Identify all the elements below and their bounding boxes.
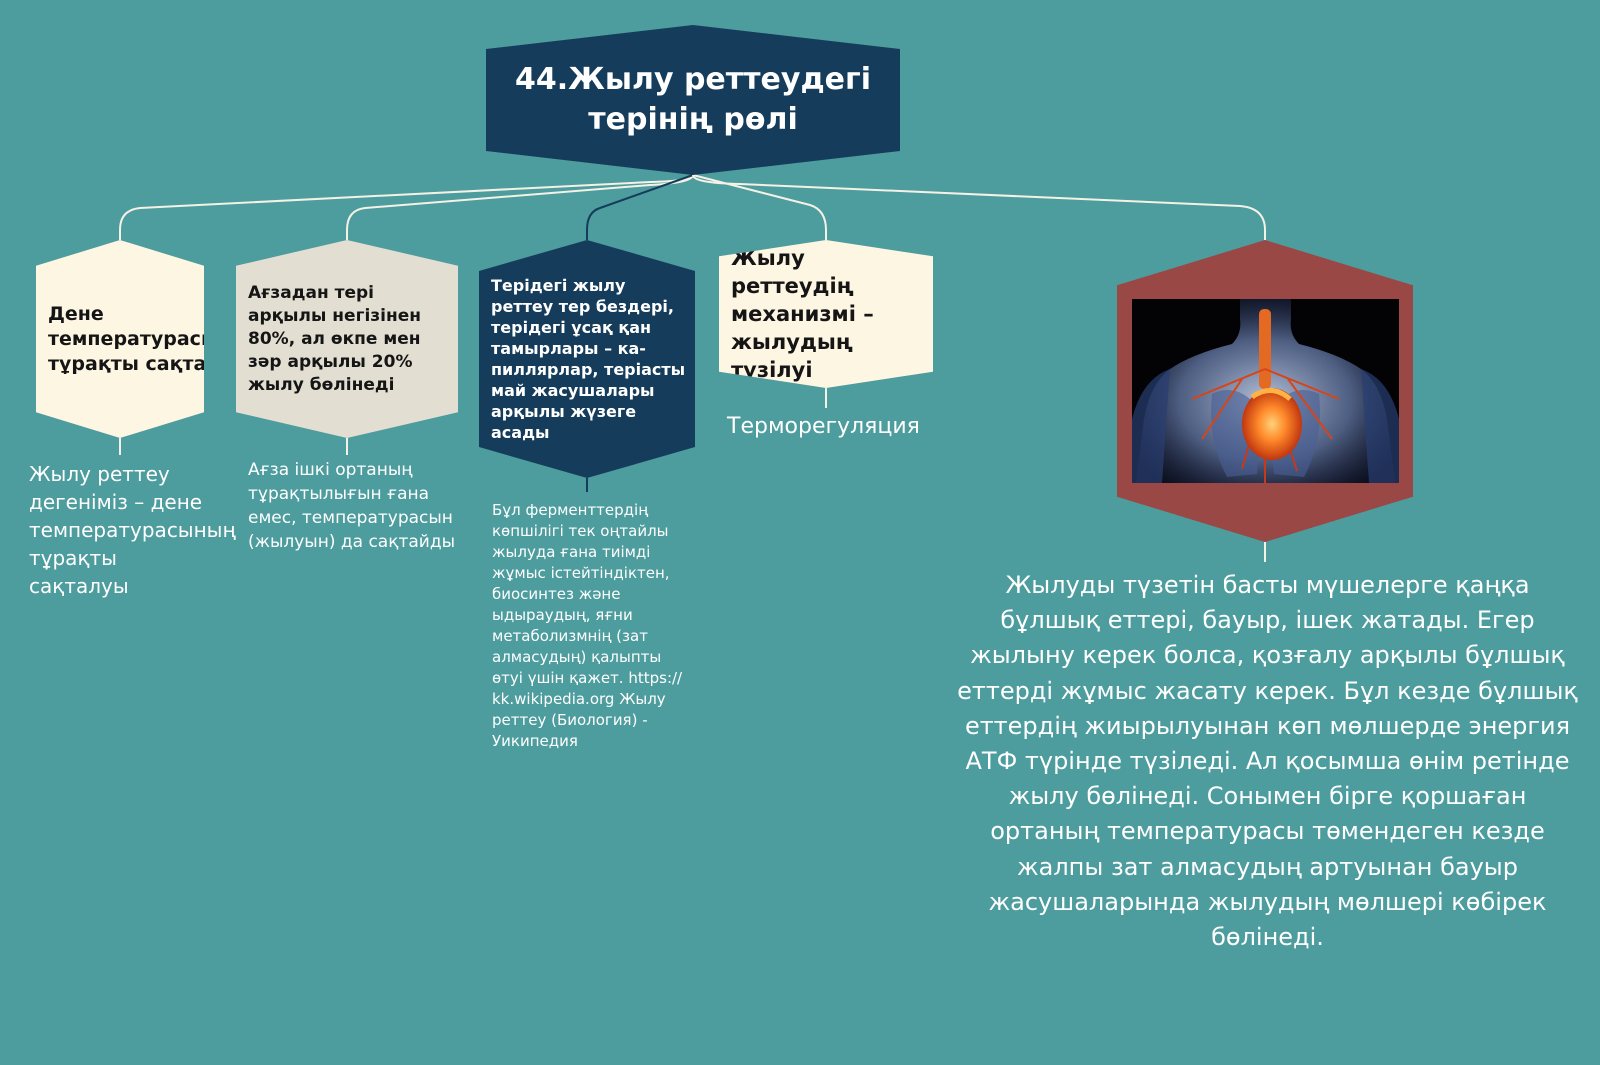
node-skin-mechanism: Терідегі жылу реттеу тер бездері, теріде…: [479, 240, 695, 478]
node-5-caption: Жылуды түзетін басты мүшелерге қаңқа бұл…: [957, 571, 1578, 952]
node-2-caption: Ағза ішкі ортаның тұрақтылығын ғана емес…: [248, 460, 456, 552]
diagram-title: 44.Жылу реттеудегі терінің рөлі: [514, 62, 871, 137]
node-3-label: Терідегі жылу реттеу тер бездері, теріде…: [491, 276, 686, 442]
node-heat-production: Жылу реттеудің механизмі – жылудың түзіл…: [719, 240, 933, 388]
node-1-caption: Жылу реттеу дегеніміз – дене температура…: [29, 462, 236, 598]
node-heat-release: Ағзадан тері арқылы негізінен 80%, ал өк…: [236, 240, 458, 438]
node-4-caption: Терморегуляция: [727, 414, 920, 439]
anatomy-image: [1131, 299, 1399, 483]
node-2-label: Ағзадан тері арқылы негізінен 80%, ал өк…: [248, 282, 422, 395]
node-anatomy-image: [1117, 240, 1413, 542]
node-1-label: Дене температурасының тұрақты сақталуы: [48, 302, 264, 375]
node-3-caption: Бұл ферменттердің көпшілігі тек оңтайлы …: [492, 501, 683, 750]
node-4-label: Жылу реттеудің механизмі – жылудың түзіл…: [731, 246, 874, 382]
human-torso-image: [1131, 299, 1399, 483]
node-body-temperature: Дене температурасының тұрақты сақталуы: [36, 240, 204, 438]
title-node: 44.Жылу реттеудегі терінің рөлі: [486, 25, 900, 175]
